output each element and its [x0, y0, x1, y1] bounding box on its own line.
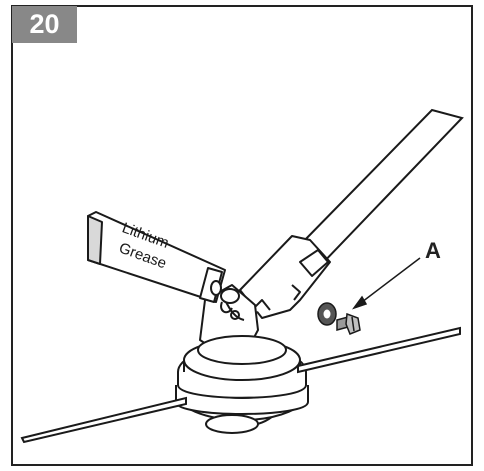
step-number-badge: 20	[12, 6, 77, 43]
grease-tube	[87, 211, 226, 303]
frame-border	[11, 5, 473, 466]
grease-port	[220, 288, 240, 314]
callout-arrow	[352, 257, 421, 310]
washer	[317, 302, 337, 326]
callout-label-a: A	[425, 238, 441, 263]
bolt	[336, 312, 361, 335]
shaft-coupler	[239, 235, 331, 319]
trimmer-line	[20, 326, 461, 444]
